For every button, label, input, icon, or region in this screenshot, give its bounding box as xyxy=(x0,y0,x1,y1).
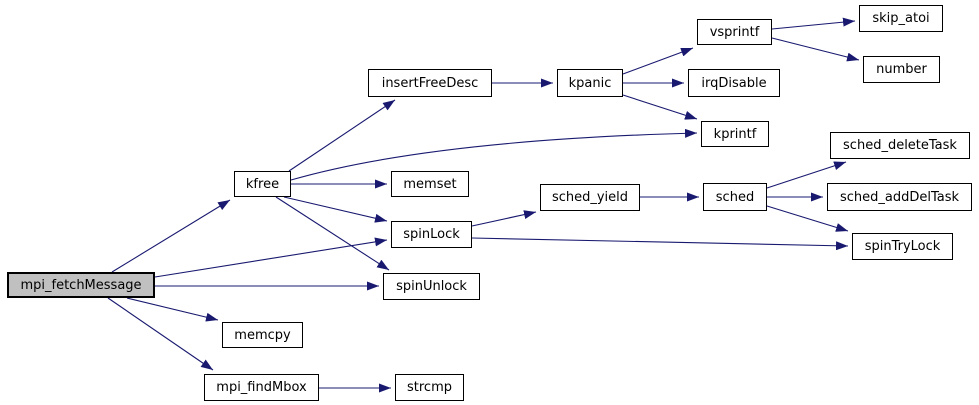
node-irqDisable[interactable]: irqDisable xyxy=(688,69,780,97)
node-spinUnlock[interactable]: spinUnlock xyxy=(383,273,480,300)
edge-sched-to-sched_deleteTask xyxy=(766,161,847,189)
edge-mpi_fetchMessage-to-kfree xyxy=(111,199,231,273)
edge-kpanic-to-vsprintf xyxy=(622,47,694,75)
node-insertFreeDesc[interactable]: insertFreeDesc xyxy=(368,69,492,97)
node-vsprintf[interactable]: vsprintf xyxy=(697,19,772,45)
node-strcmp[interactable]: strcmp xyxy=(395,374,464,401)
node-kfree[interactable]: kfree xyxy=(234,171,291,197)
edge-vsprintf-to-number xyxy=(771,37,860,62)
edge-sched-to-spinTryLock xyxy=(766,205,849,232)
node-sched[interactable]: sched xyxy=(703,183,767,211)
edge-mpi_fetchMessage-to-mpi_findMbox xyxy=(107,297,214,371)
node-mpi_findMbox[interactable]: mpi_findMbox xyxy=(204,374,319,401)
node-memset[interactable]: memset xyxy=(391,171,469,197)
edge-kpanic-to-kprintf xyxy=(622,94,698,120)
node-memcpy[interactable]: memcpy xyxy=(222,322,303,348)
edge-spinLock-to-sched_yield xyxy=(471,210,537,227)
node-mpi_fetchMessage: mpi_fetchMessage xyxy=(7,272,155,298)
edge-mpi_fetchMessage-to-spinLock xyxy=(154,237,388,278)
node-sched_addDelTask[interactable]: sched_addDelTask xyxy=(827,183,972,211)
edge-kfree-to-kprintf xyxy=(290,128,698,181)
node-kprintf[interactable]: kprintf xyxy=(701,121,769,147)
edge-vsprintf-to-skip_atoi xyxy=(771,17,856,30)
node-number[interactable]: number xyxy=(863,56,940,83)
node-spinLock[interactable]: spinLock xyxy=(391,221,472,248)
edge-kfree-to-spinUnlock xyxy=(275,196,390,271)
edge-kfree-to-insertFreeDesc xyxy=(288,99,396,172)
node-spinTryLock[interactable]: spinTryLock xyxy=(852,233,953,260)
edge-mpi_fetchMessage-to-memcpy xyxy=(126,297,219,322)
edge-spinLock-to-spinTryLock xyxy=(471,237,849,251)
node-kpanic[interactable]: kpanic xyxy=(557,69,623,97)
node-sched_deleteTask[interactable]: sched_deleteTask xyxy=(830,132,970,159)
node-skip_atoi[interactable]: skip_atoi xyxy=(859,5,943,32)
edge-kfree-to-spinLock xyxy=(283,196,388,223)
edge-group xyxy=(107,17,860,393)
node-sched_yield[interactable]: sched_yield xyxy=(540,184,640,211)
